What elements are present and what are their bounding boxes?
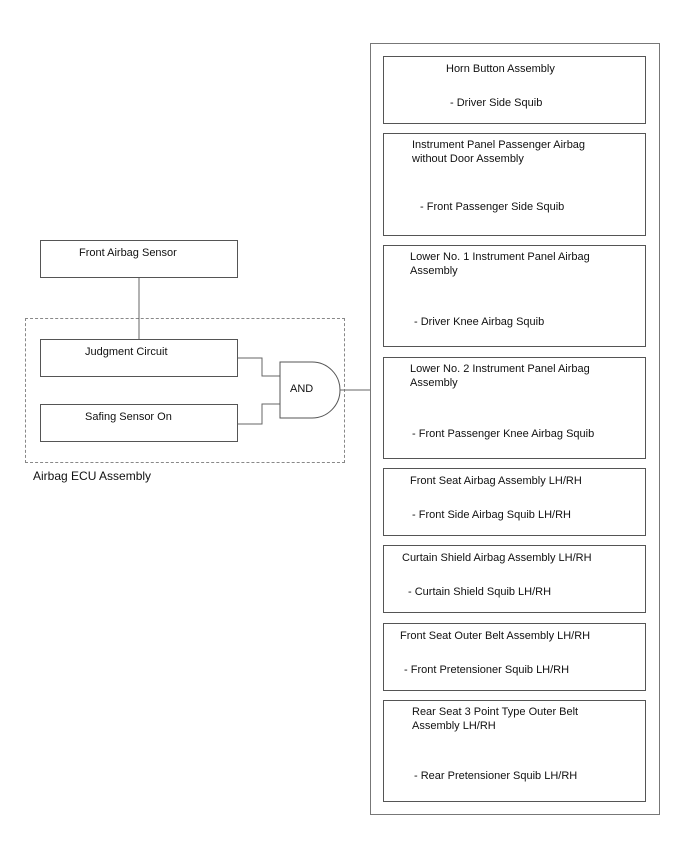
squib-box-3-sub: - Driver Knee Airbag Squib — [414, 316, 545, 328]
squib-box-5: Front Seat Airbag Assembly LH/RH - Front… — [383, 468, 646, 536]
and-gate-label: AND — [290, 383, 314, 395]
judgment-circuit-box: Judgment Circuit — [40, 339, 238, 377]
squib-box-7-sub: - Front Pretensioner Squib LH/RH — [404, 664, 570, 676]
squib-box-2-sub: - Front Passenger Side Squib — [420, 201, 565, 213]
squib-box-7-title: Front Seat Outer Belt Assembly LH/RH — [400, 630, 591, 642]
squib-box-8: Rear Seat 3 Point Type Outer Belt Assemb… — [383, 700, 646, 802]
front-airbag-sensor-label: Front Airbag Sensor — [79, 247, 177, 259]
squib-box-2-title: Instrument Panel Passenger Airbag withou… — [412, 139, 586, 165]
squib-box-3: Lower No. 1 Instrument Panel Airbag Asse… — [383, 245, 646, 347]
squib-box-1: Horn Button Assembly - Driver Side Squib — [383, 56, 646, 124]
safing-sensor-label: Safing Sensor On — [85, 411, 172, 423]
and-gate-shape — [279, 361, 341, 419]
squib-box-1-title: Horn Button Assembly — [446, 63, 555, 75]
airbag-ecu-assembly-label: Airbag ECU Assembly — [33, 469, 152, 483]
judgment-circuit-label: Judgment Circuit — [85, 346, 168, 358]
squib-panel — [370, 43, 660, 815]
squib-box-2: Instrument Panel Passenger Airbag withou… — [383, 133, 646, 236]
squib-box-6-sub: - Curtain Shield Squib LH/RH — [408, 586, 552, 598]
squib-box-8-sub: - Rear Pretensioner Squib LH/RH — [414, 770, 578, 782]
front-airbag-sensor-box: Front Airbag Sensor — [40, 240, 238, 278]
squib-box-7: Front Seat Outer Belt Assembly LH/RH - F… — [383, 623, 646, 691]
squib-box-4-title: Lower No. 2 Instrument Panel Airbag Asse… — [410, 363, 590, 389]
squib-box-4-sub: - Front Passenger Knee Airbag Squib — [412, 428, 595, 440]
squib-box-5-sub: - Front Side Airbag Squib LH/RH — [412, 509, 571, 521]
safing-sensor-box: Safing Sensor On — [40, 404, 238, 442]
squib-box-3-title: Lower No. 1 Instrument Panel Airbag Asse… — [410, 251, 590, 277]
squib-box-1-sub: - Driver Side Squib — [450, 97, 543, 109]
squib-box-4: Lower No. 2 Instrument Panel Airbag Asse… — [383, 357, 646, 459]
squib-box-8-title: Rear Seat 3 Point Type Outer Belt Assemb… — [412, 706, 579, 732]
squib-box-6: Curtain Shield Airbag Assembly LH/RH - C… — [383, 545, 646, 613]
squib-box-5-title: Front Seat Airbag Assembly LH/RH — [410, 475, 582, 487]
squib-box-6-title: Curtain Shield Airbag Assembly LH/RH — [402, 552, 592, 564]
